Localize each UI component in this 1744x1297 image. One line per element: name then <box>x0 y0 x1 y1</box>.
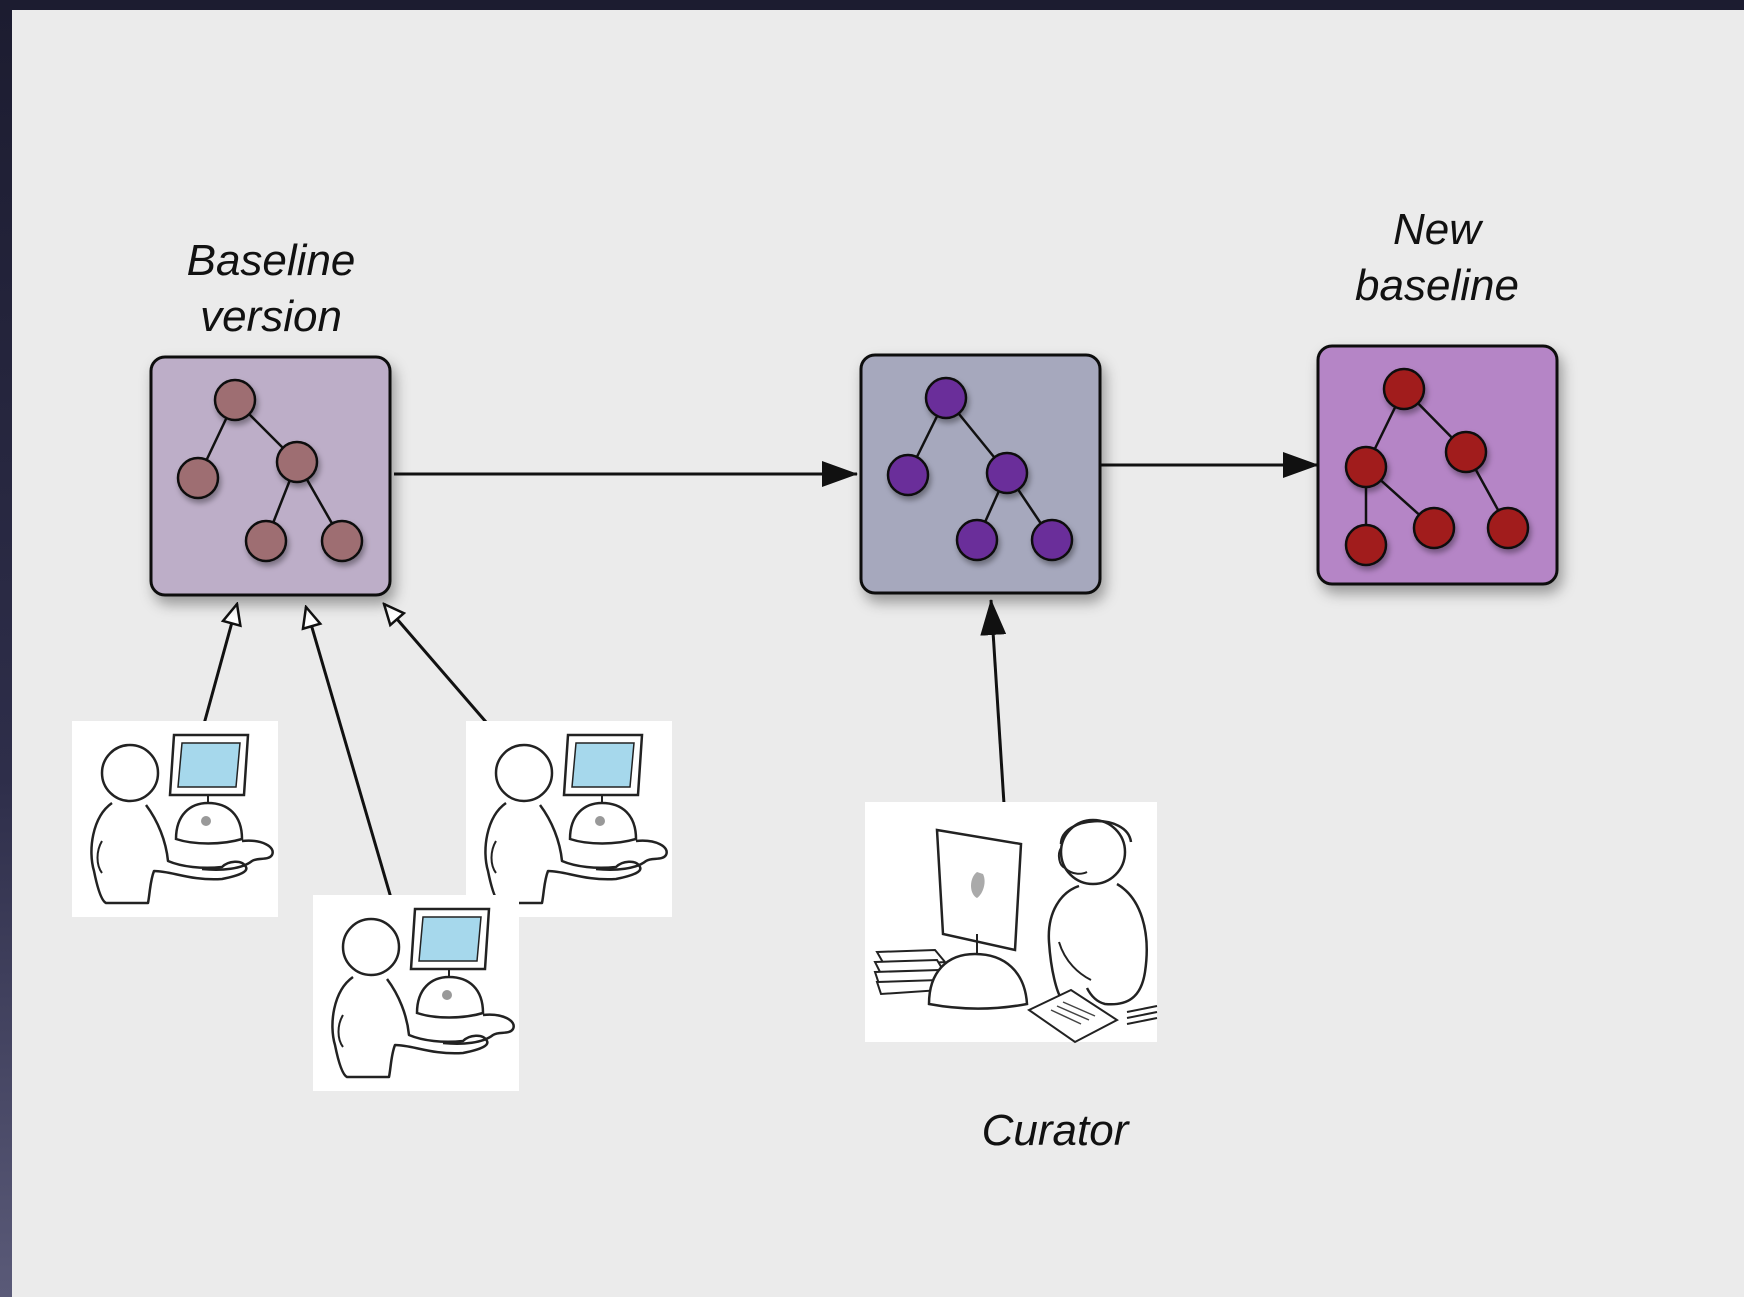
arrow-curator <box>980 599 1007 805</box>
baseline-version-label-line1: Baseline <box>186 236 356 285</box>
baseline-version-box <box>149 355 392 597</box>
new-baseline-label-line2: baseline <box>1355 261 1519 310</box>
curator-label-text: Curator <box>981 1106 1129 1155</box>
arrow-contributor-3 <box>384 604 488 723</box>
curation-box <box>859 353 1102 595</box>
new-baseline-label-line1: New <box>1392 205 1482 254</box>
new-baseline-box <box>1316 344 1559 586</box>
slide <box>12 10 1744 1297</box>
baseline-tree-icon <box>176 378 364 563</box>
new-baseline-label: New baseline <box>1306 202 1568 314</box>
new-baseline-tree-icon <box>1344 367 1530 567</box>
person-at-computer-icon <box>464 719 674 919</box>
curator-label: Curator <box>920 1103 1190 1159</box>
person-at-computer-icon <box>311 893 521 1093</box>
curator-with-headset-icon <box>865 802 1158 1044</box>
baseline-version-label: Baseline version <box>140 233 402 345</box>
curation-tree-icon <box>886 376 1074 562</box>
baseline-version-label-line2: version <box>200 292 342 341</box>
arrow-contributor-1 <box>202 604 237 725</box>
arrow-contributor-2 <box>306 607 393 899</box>
person-at-computer-icon <box>70 719 280 919</box>
